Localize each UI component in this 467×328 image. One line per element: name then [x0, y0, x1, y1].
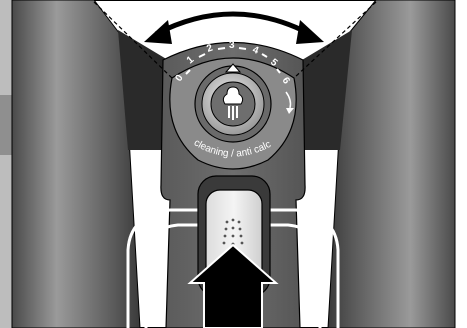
- right-background-strip: [455, 0, 467, 328]
- left-background-strip: [0, 0, 12, 328]
- dial-number: 3: [229, 40, 235, 51]
- left-background-shade: [0, 95, 12, 155]
